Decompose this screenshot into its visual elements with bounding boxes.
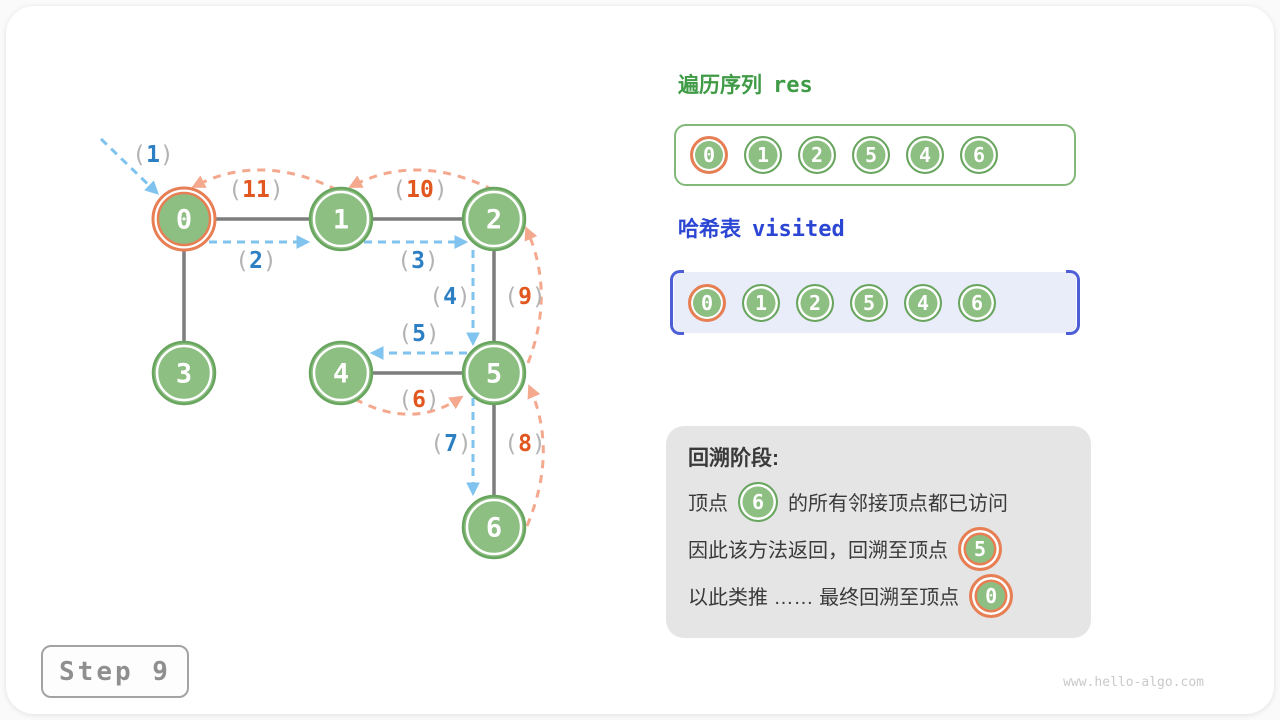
res-item-3: 5 <box>852 136 890 174</box>
step-label-9: (9) <box>504 284 546 310</box>
note-row-3-node: 0 <box>969 573 1014 618</box>
traverse-arrows <box>99 137 480 497</box>
backtrack-arrow-11-1-to-0 <box>191 168 338 192</box>
graph-node-0: 0 <box>151 186 217 252</box>
res-sequence-box: 0 1 2 5 4 6 <box>674 124 1076 186</box>
visited-item-3: 5 <box>850 283 888 322</box>
step-label-11: (11) <box>228 177 283 203</box>
node-4-label: 4 <box>333 359 349 390</box>
traverse-arrow-1-enter-0 <box>99 137 159 195</box>
note-row-2: 因此该方法返回，回溯至顶点 5 <box>688 525 1069 572</box>
graph-node-4: 4 <box>308 340 374 406</box>
note-title: 回溯阶段: <box>688 447 779 470</box>
graph-nodes: 0 1 2 3 4 <box>151 186 527 560</box>
graph-node-5: 5 <box>461 340 527 406</box>
note-row-2-pre: 因此该方法返回，回溯至顶点 <box>688 540 948 562</box>
graph-node-3: 3 <box>151 340 217 406</box>
visited-title-code: visited <box>752 217 845 242</box>
step-label-1: (1) <box>132 142 174 168</box>
node-6-label: 6 <box>486 513 502 544</box>
step-label-6: (6) <box>398 387 440 413</box>
visited-item-2: 2 <box>796 283 834 322</box>
canvas-card: (1) (2) (3) (4) (5) (6) (7) (8) (9) (10)… <box>6 6 1274 714</box>
res-title-code: res <box>773 73 813 98</box>
graph-node-1: 1 <box>308 186 374 252</box>
visited-item-4: 4 <box>904 283 942 322</box>
step-label-7: (7) <box>430 431 472 457</box>
backtrack-arrow-8-6-to-5 <box>525 384 545 527</box>
backtrack-arrow-10-2-to-1 <box>348 168 494 192</box>
node-2-label: 2 <box>486 205 502 236</box>
res-item-5: 6 <box>960 136 998 174</box>
backtrack-note-panel: 回溯阶段: 顶点 6 的所有邻接顶点都已访问 因此该方法返回，回溯至顶点 5 以… <box>666 426 1091 638</box>
node-3-label: 3 <box>176 359 192 390</box>
visited-right-bracket <box>1066 270 1080 335</box>
step-labels: (1) (2) (3) (4) (5) (6) (7) (8) (9) (10)… <box>132 142 546 457</box>
graph-node-6: 6 <box>461 494 527 560</box>
node-5-label: 5 <box>486 359 502 390</box>
watermark: www.hello-algo.com <box>1063 675 1204 690</box>
visited-item-0: 0 <box>688 283 726 322</box>
note-row-3: 以此类推 …… 最终回溯至顶点 0 <box>688 572 1069 619</box>
visited-item-1: 1 <box>742 283 780 322</box>
res-item-0: 0 <box>690 136 728 174</box>
step-label-10: (10) <box>392 177 447 203</box>
node-0-label: 0 <box>176 205 192 236</box>
res-panel-title: 遍历序列 res <box>678 69 813 99</box>
visited-panel-title: 哈希表 visited <box>678 213 845 243</box>
node-0-inner-ring <box>156 191 212 247</box>
step-badge: Step 9 <box>41 645 189 698</box>
step-label-5: (5) <box>398 321 440 347</box>
node-1-label: 1 <box>333 205 349 236</box>
note-row-3-pre: 以此类推 …… 最终回溯至顶点 <box>688 587 960 609</box>
res-title-cjk: 遍历序列 <box>678 74 762 97</box>
note-row-1-node: 6 <box>738 481 778 522</box>
note-row-2-node: 5 <box>958 526 1002 571</box>
visited-title-cjk: 哈希表 <box>678 218 741 241</box>
res-item-1: 1 <box>744 136 782 174</box>
backtrack-arrow-9-5-to-2 <box>524 226 543 364</box>
step-label-4: (4) <box>429 284 471 310</box>
res-item-4: 4 <box>906 136 944 174</box>
step-label-2: (2) <box>235 248 277 274</box>
visited-item-5: 6 <box>958 283 996 322</box>
step-label-8: (8) <box>504 431 546 457</box>
graph-node-2: 2 <box>461 186 527 252</box>
note-row-1-pre: 顶点 <box>688 493 728 515</box>
backtrack-arrows <box>191 168 545 527</box>
note-row-1: 顶点 6 的所有邻接顶点都已访问 <box>688 478 1069 525</box>
visited-hash-box: 0 1 2 5 4 6 <box>670 270 1080 335</box>
graph-diagram: (1) (2) (3) (4) (5) (6) (7) (8) (9) (10)… <box>99 137 546 560</box>
visited-left-bracket <box>670 270 684 335</box>
step-label-3: (3) <box>397 248 439 274</box>
note-row-1-post: 的所有邻接顶点都已访问 <box>788 493 1008 515</box>
res-item-2: 2 <box>798 136 836 174</box>
